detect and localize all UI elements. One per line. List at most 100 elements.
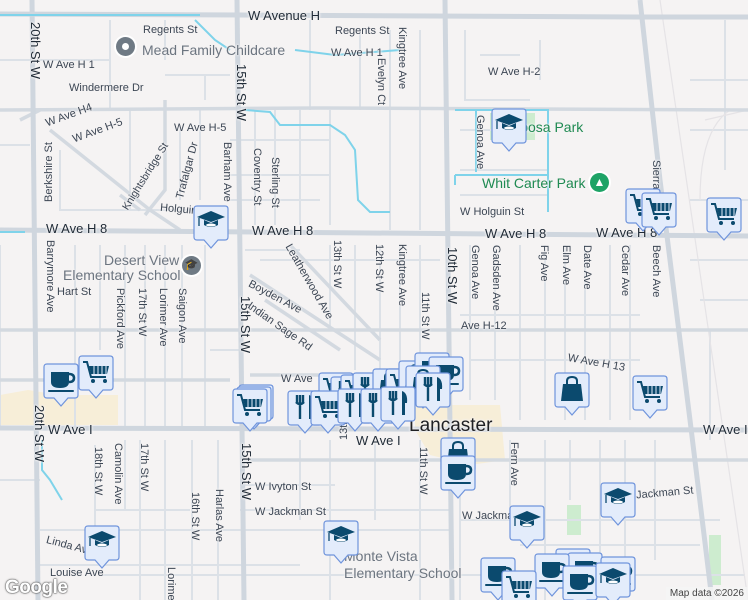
street-label: Hart St <box>57 286 92 298</box>
street-label: 10th St W <box>445 247 460 305</box>
street-label: 11th St W <box>417 447 429 495</box>
poi-label-monte-vista[interactable]: Monte Vista <box>344 548 418 564</box>
street-label: W Ave H 1 <box>331 47 383 59</box>
city-label: Lancaster <box>409 415 493 436</box>
street-label: Barrymore Ave <box>44 240 56 313</box>
street-label: Fern Ave <box>508 442 520 486</box>
school-marker[interactable] <box>491 108 527 152</box>
street-label: W Ave H 8 <box>485 226 547 241</box>
school-marker[interactable] <box>193 205 229 249</box>
poi-label-desert-view[interactable]: Desert View <box>104 252 180 268</box>
street-label: Saigon Ave <box>176 288 188 344</box>
waterways <box>0 14 549 501</box>
street-label: 18th St W <box>92 447 104 496</box>
coffee-marker[interactable] <box>43 363 79 407</box>
street-label: 15th St W <box>234 64 249 122</box>
school-marker[interactable] <box>595 562 631 600</box>
school-marker[interactable] <box>323 520 359 564</box>
street-label: Cedar Ave <box>619 245 631 297</box>
location-pin-icon[interactable] <box>116 37 135 56</box>
poi-label-mead-family-childcare[interactable]: Mead Family Childcare <box>142 42 286 58</box>
street-label: W Ave I <box>48 422 93 437</box>
street-label: 16th St W <box>189 492 201 541</box>
street-label: W Ave I <box>703 422 748 437</box>
google-logo[interactable]: Google <box>5 577 68 598</box>
restaurant-marker[interactable] <box>415 372 451 416</box>
street-label: Coventry St <box>251 148 263 206</box>
commercial-area <box>415 405 505 465</box>
street-label: Evelyn Ct <box>375 58 387 106</box>
commercial-area <box>0 390 118 425</box>
shopping-cart-marker[interactable] <box>706 197 742 241</box>
street-label: W Ave H-5 <box>174 122 227 134</box>
street-label: Genoa Ave <box>474 115 486 170</box>
street-label: Windermere Dr <box>69 82 144 94</box>
minor-streets <box>0 20 748 600</box>
street-label: W Ivyton St <box>255 481 312 493</box>
street-label: 20th St W <box>32 405 47 463</box>
school-marker[interactable] <box>509 505 545 549</box>
w-ave-h8-road <box>0 227 748 239</box>
street-label: 17th St W <box>138 443 150 492</box>
park-area <box>709 535 721 585</box>
poi-label-desert-view[interactable]: Elementary School <box>63 267 181 283</box>
shopping-cart-marker[interactable] <box>78 355 114 399</box>
street-label: 12th St W <box>373 244 385 293</box>
shopping-cart-marker[interactable] <box>232 388 268 432</box>
street-label: Camolin Ave <box>112 443 124 505</box>
restaurant-marker[interactable] <box>380 386 416 430</box>
15th-st-w-road <box>234 0 247 600</box>
shopping-cart-marker[interactable] <box>641 192 677 236</box>
w-ave-i-road <box>0 425 748 433</box>
street-label: 11th St W <box>419 292 431 340</box>
street-label: 13th St W <box>331 240 343 289</box>
street-label: Lorimer Ave <box>157 288 169 347</box>
coffee-marker[interactable] <box>562 565 598 600</box>
school-pin-icon[interactable]: 🎓 <box>182 256 201 275</box>
street-label: Pickford Ave <box>114 288 126 349</box>
street-label: Elm Ave <box>560 245 572 286</box>
street-label: W Ave H-2 <box>488 66 541 78</box>
shopping-bag-marker[interactable] <box>554 372 590 416</box>
street-label: 17th St W <box>136 288 148 337</box>
sierra-hwy-road <box>637 0 715 600</box>
street-label: Berkshire St <box>43 142 55 202</box>
street-label: Regents St <box>143 24 198 36</box>
secondary-streets <box>0 100 748 462</box>
street-label: Date Ave <box>581 245 593 290</box>
street-label: W Jackman St <box>255 506 326 518</box>
park-label-whit-carter[interactable]: Whit Carter Park <box>482 175 586 191</box>
street-label: W Ave H 8 <box>252 223 314 238</box>
shopping-cart-marker[interactable] <box>632 375 668 419</box>
street-label: Ave H-12 <box>461 320 507 332</box>
street-label: W Avenue H <box>248 8 321 23</box>
street-label: Sterling St <box>269 157 281 208</box>
street-label: Barham Ave <box>221 142 233 202</box>
school-marker[interactable] <box>600 482 636 526</box>
street-label: Louise Ave <box>50 567 104 579</box>
street-label: W Ave I <box>356 433 401 448</box>
street-label: Fig Ave <box>538 245 550 282</box>
street-label: W Ave <box>281 373 313 385</box>
street-label: 15th St W <box>239 443 254 501</box>
street-label: Gadsden Ave <box>490 245 502 311</box>
street-label: W Ave H 1 <box>43 59 95 71</box>
school-marker[interactable] <box>84 525 120 569</box>
street-label: Lorimer Ave <box>165 567 177 600</box>
street-label: Regents St <box>335 25 390 37</box>
street-label: Genoa Ave <box>469 245 481 300</box>
poi-label-monte-vista[interactable]: Elementary School <box>344 565 462 581</box>
coffee-marker[interactable] <box>440 455 476 499</box>
map-attribution[interactable]: Map data ©2026 <box>665 587 748 600</box>
shopping-cart-marker[interactable] <box>501 570 537 600</box>
coffee-marker[interactable] <box>534 553 570 597</box>
park-tree-icon[interactable]: ▲ <box>590 173 609 192</box>
street-label: Harlas Ave <box>213 489 225 542</box>
street-label: W Holguin St <box>460 206 525 218</box>
10th-st-w-road <box>442 0 455 600</box>
street-label: Beech Ave <box>650 245 662 298</box>
street-label: Kingtree Ave <box>396 27 408 90</box>
20th-st-w-road <box>29 0 41 600</box>
